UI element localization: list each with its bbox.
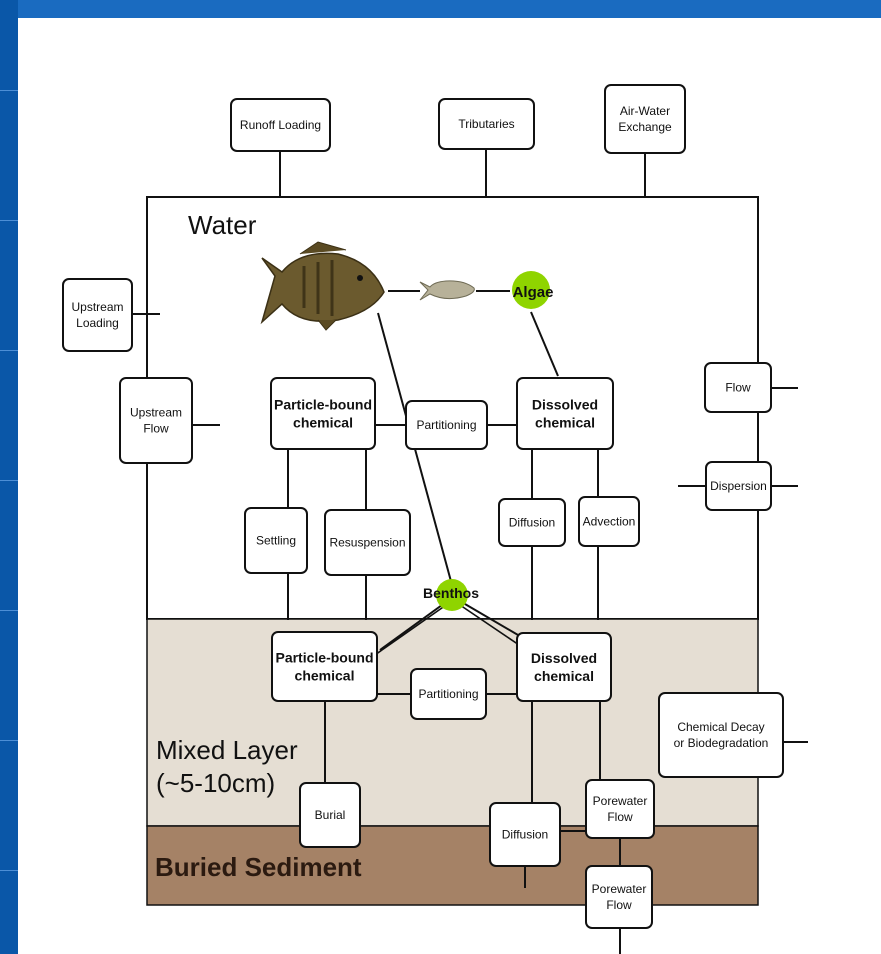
box-label: or Biodegradation (674, 736, 769, 750)
mixed-layer-depth-label: (~5-10cm) (156, 768, 276, 798)
box-label: Burial (315, 808, 346, 822)
box-label: Resuspension (329, 536, 405, 550)
box-dissolved-water: Dissolved chemical (516, 377, 614, 450)
box-settling: Settling (244, 507, 308, 574)
box-label: Porewater (592, 882, 647, 896)
benthos-label: Benthos (423, 585, 479, 601)
window-side-bar (0, 0, 18, 954)
small-fish-icon (419, 280, 475, 301)
box-partitioning-water: Partitioning (405, 400, 488, 450)
box-partitioning-sediment: Partitioning (410, 668, 487, 720)
algae-icon (512, 271, 550, 309)
box-label: chemical (535, 414, 595, 430)
box-tributaries: Tributaries (438, 98, 535, 150)
box-label: chemical (293, 414, 353, 430)
box-particle-bound-sediment: Particle-bound chemical (271, 631, 378, 702)
box-runoff-loading: Runoff Loading (230, 98, 331, 152)
box-label: Dissolved (532, 396, 598, 412)
box-label: Dispersion (710, 479, 767, 493)
box-burial: Burial (299, 782, 361, 848)
box-label: chemical (295, 667, 355, 683)
box-label: Dissolved (531, 650, 597, 666)
box-advection: Advection (578, 496, 640, 547)
box-diffusion-water: Diffusion (498, 498, 566, 547)
mixed-layer-region (146, 618, 759, 827)
box-label: Upstream (71, 300, 123, 314)
box-label: Partitioning (418, 687, 478, 701)
box-label: Flow (607, 810, 633, 824)
box-label: Porewater (593, 794, 648, 808)
box-flow: Flow (704, 362, 772, 413)
box-label: Settling (256, 534, 296, 548)
buried-sediment-label: Buried Sediment (155, 852, 362, 882)
box-label: Flow (606, 898, 632, 912)
box-label: Upstream (130, 406, 182, 420)
box-label: Diffusion (509, 516, 555, 530)
process-boxes: Runoff Loading Tributaries Air-WaterExchan… (62, 84, 784, 929)
buried-sediment-region (146, 825, 759, 906)
box-dispersion: Dispersion (705, 461, 772, 511)
box-label: Air-Water (620, 104, 670, 118)
box-label: Advection (583, 515, 636, 529)
box-diffusion-sediment: Diffusion (489, 802, 561, 867)
algae-label: Algae (513, 284, 554, 301)
box-label: Particle-bound (275, 649, 373, 665)
box-label: Diffusion (502, 828, 548, 842)
water-label: Water (188, 210, 257, 240)
box-label: Flow (725, 381, 751, 395)
box-label: Tributaries (458, 117, 514, 131)
box-label: Particle-bound (274, 396, 372, 412)
box-dissolved-sediment: Dissolved chemical (516, 632, 612, 702)
box-label: Loading (76, 316, 119, 330)
benthos-icon (436, 579, 468, 611)
mixed-layer-label: Mixed Layer (156, 735, 298, 765)
box-label: Flow (143, 422, 169, 436)
box-label: Runoff Loading (240, 118, 321, 132)
box-particle-bound-water: Particle-bound chemical (270, 377, 376, 450)
box-label: Chemical Decay (677, 720, 764, 734)
box-chemical-decay: Chemical Decay or Biodegradation (658, 692, 784, 778)
fish-icon (260, 241, 385, 331)
box-resuspension: Resuspension (324, 509, 411, 576)
box-label: Partitioning (416, 418, 476, 432)
box-label: Exchange (618, 120, 672, 134)
box-label: chemical (534, 668, 594, 684)
window-top-bar (0, 0, 881, 18)
